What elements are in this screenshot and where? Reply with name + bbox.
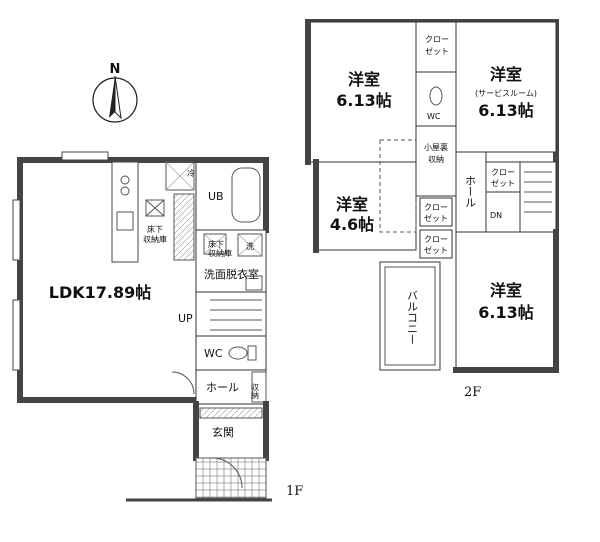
closet-low-label-1: クロー	[424, 235, 448, 244]
stairs-2f	[519, 161, 557, 233]
bathroom-label: UB	[208, 190, 224, 203]
room-ne-name: 洋室	[490, 65, 522, 84]
laundry-storage-label-2: 収納庫	[208, 248, 232, 258]
laundry-storage-label-1: 床下	[208, 239, 224, 249]
compass: N	[92, 62, 138, 123]
bathtub-icon	[231, 167, 261, 223]
room-nw-name: 洋室	[348, 70, 380, 89]
floor-2-label: 2F	[464, 385, 481, 400]
room-w-2f	[315, 161, 417, 251]
ldk-room	[19, 159, 197, 401]
wc-1f-label: WC	[204, 347, 223, 360]
room-ne-2f	[455, 21, 557, 153]
toilet-icon	[228, 346, 248, 360]
underfloor-storage-label-2: 収納庫	[143, 234, 167, 244]
balcony-label: バルコニー	[406, 290, 419, 345]
closet-right-label-1: クロー	[491, 168, 515, 177]
washroom	[195, 229, 267, 293]
window-top	[61, 151, 109, 161]
hall-2f	[455, 151, 487, 233]
hall-1f	[195, 369, 267, 405]
compass-north-label: N	[110, 62, 121, 77]
closet-mid-label-1: クロー	[424, 203, 448, 212]
underfloor-storage-label-1: 床下	[147, 224, 163, 234]
attic-hatch	[379, 139, 417, 233]
room-se-2f	[455, 231, 557, 371]
room-ne-size: 6.13帖	[478, 101, 533, 120]
hall-storage-label: 収納	[251, 382, 260, 400]
room-w-name: 洋室	[336, 195, 368, 214]
closet-mid	[419, 197, 453, 227]
room-se-size: 6.13帖	[478, 303, 533, 322]
window-left	[12, 299, 21, 371]
room-ne-sub: (サービスルーム)	[475, 89, 537, 98]
attic-storage-label-1: 小屋裏	[424, 142, 448, 152]
bathroom	[195, 159, 267, 231]
entrance-label: 玄関	[212, 425, 234, 439]
pantry-hatch	[173, 193, 195, 261]
room-nw-size: 6.13帖	[336, 91, 391, 110]
floor-2: 洋室 6.13帖 クロー ゼット WC 洋室 (サービスルーム) 6.13帖 洋…	[305, 19, 559, 400]
closet-mid-label-2: ゼット	[424, 213, 448, 223]
balcony	[379, 261, 441, 371]
closet-top-label-1: クロー	[425, 35, 449, 44]
hall-2f-label: ホール	[464, 175, 477, 208]
washer-label: 洗	[246, 241, 254, 251]
hall-1f-label: ホール	[206, 381, 239, 394]
floor-1-label: 1F	[286, 484, 303, 499]
porch-tiles	[195, 457, 267, 499]
sink-icon	[116, 211, 134, 231]
room-w-size: 4.6帖	[330, 215, 374, 234]
wc-2f	[415, 71, 457, 127]
compass-needle-icon	[109, 76, 115, 118]
ldk-label: LDK17.89帖	[49, 283, 152, 302]
closet-low-label-2: ゼット	[424, 245, 448, 255]
closet-right	[485, 161, 521, 193]
attic-storage	[415, 125, 457, 197]
stairs-1f	[195, 291, 267, 337]
room-se-name: 洋室	[490, 281, 522, 300]
closet-low	[419, 229, 453, 259]
stairs-down-label: DN	[490, 211, 502, 220]
attic-storage-label-2: 収納	[428, 154, 444, 164]
toilet-2f-icon	[429, 86, 443, 106]
closet-right-label-2: ゼット	[491, 178, 515, 188]
door-swing-icon	[171, 371, 195, 395]
room-nw-2f	[307, 21, 417, 163]
wc-2f-label: WC	[427, 112, 441, 121]
floor-1: 床下 収納庫 冷 LDK17.89帖 UB 床下 収納庫 洗 洗面脱衣室 UP …	[12, 151, 303, 502]
stairs-up-label: UP	[178, 312, 193, 325]
closet-top-label-2: ゼット	[425, 46, 449, 56]
fridge-label: 冷	[187, 168, 195, 178]
fridge	[165, 161, 195, 191]
washroom-label: 洗面脱衣室	[204, 267, 259, 281]
